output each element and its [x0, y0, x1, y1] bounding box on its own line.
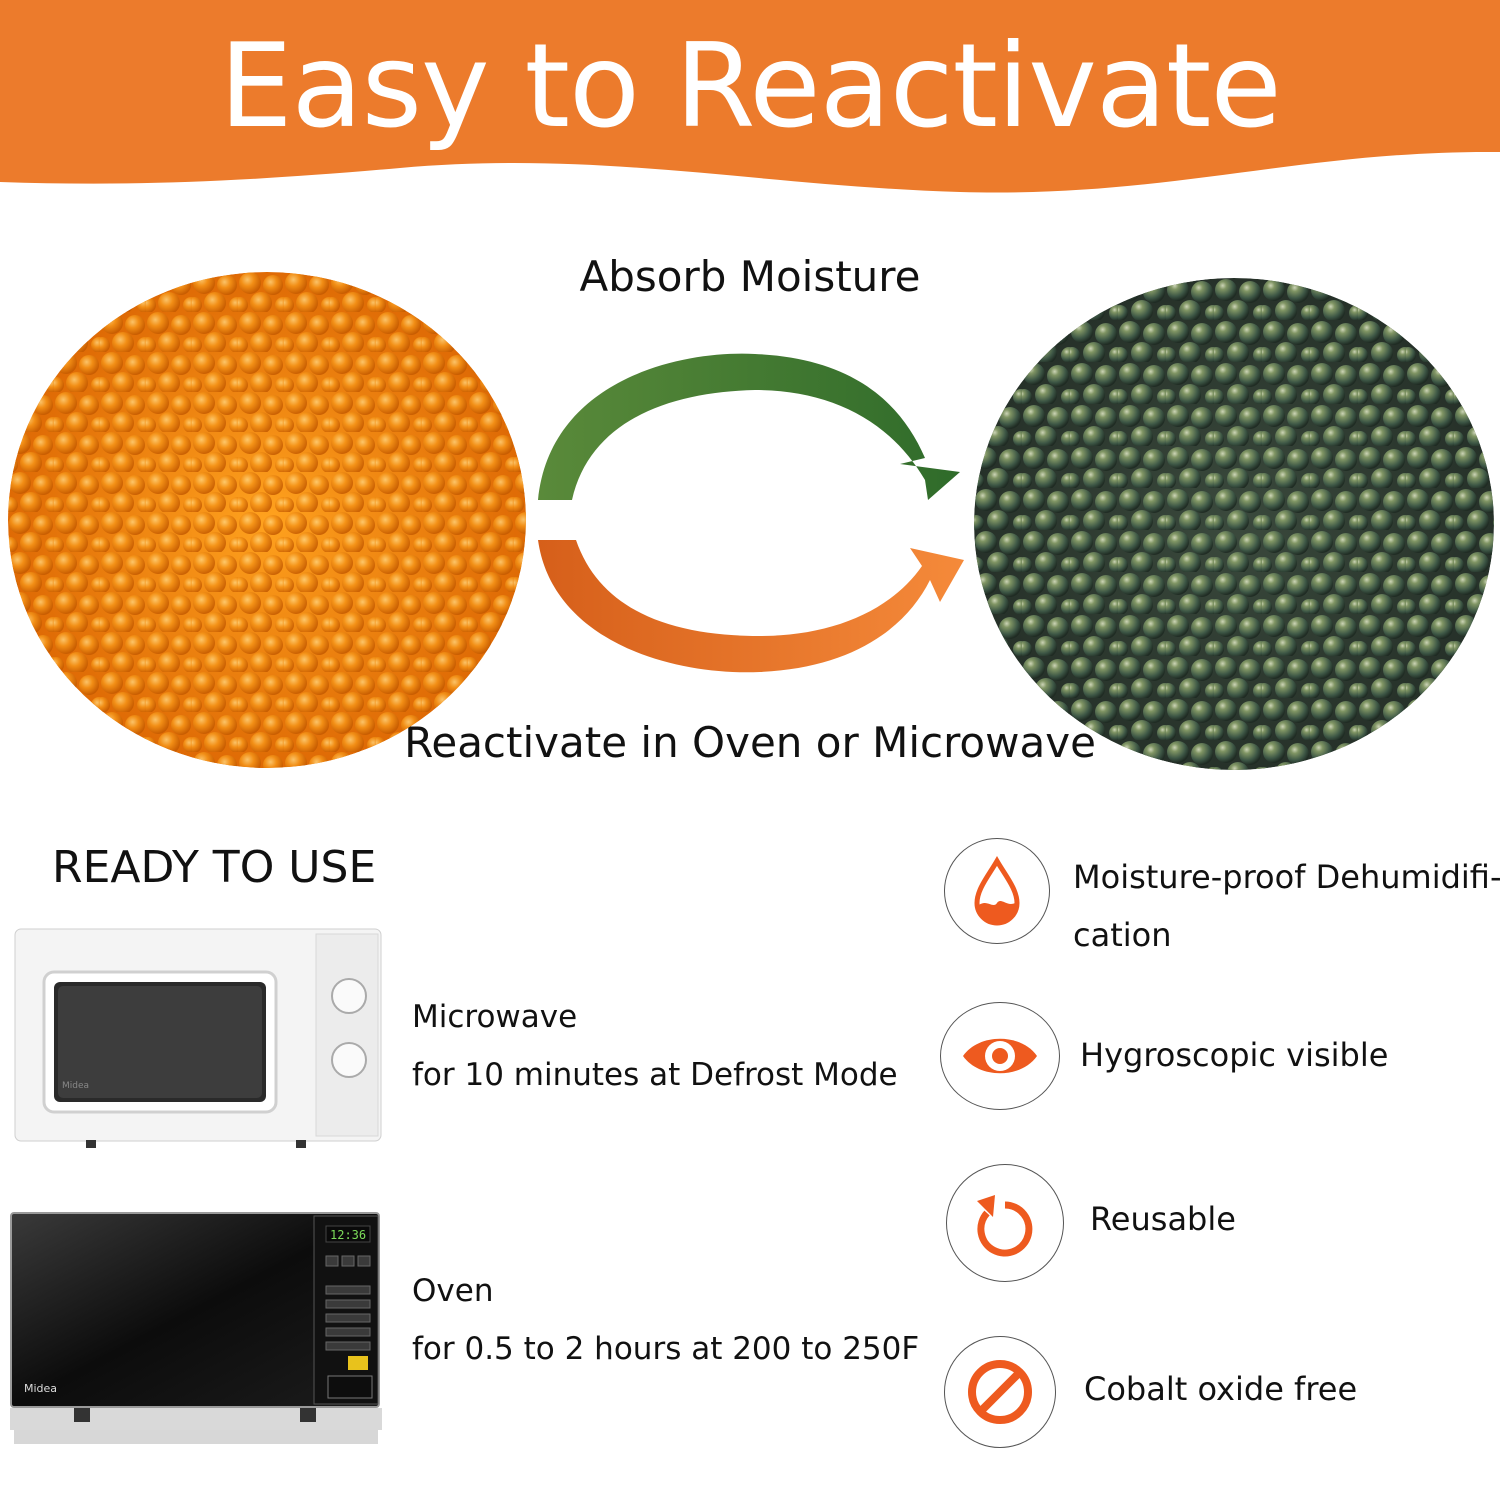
oven-brand-logo: Midea	[24, 1382, 57, 1395]
cycle-arrows	[538, 353, 964, 673]
page-title: Easy to Reactivate	[219, 19, 1282, 154]
refresh-icon	[946, 1164, 1064, 1282]
microwave-detail: for 10 minutes at Defrost Mode	[412, 1057, 898, 1093]
feature-cobalt-free: Cobalt oxide free	[1084, 1370, 1358, 1408]
black-microwave-oven-image: 12:36 Midea	[10, 1212, 382, 1444]
green-silica-beads-image	[974, 278, 1494, 770]
microwave-brand-logo: Midea	[62, 1081, 89, 1091]
header-banner	[0, 0, 1500, 193]
feature-moisture-proof: Moisture-proof Dehumidifi- cation	[1073, 848, 1500, 964]
water-drop-icon	[944, 838, 1050, 944]
eye-icon	[940, 1002, 1060, 1110]
ready-to-use-heading: READY TO USE	[52, 842, 377, 893]
feature-hygroscopic-visible: Hygroscopic visible	[1080, 1036, 1389, 1074]
oven-label: Oven	[412, 1273, 494, 1309]
absorb-moisture-label: Absorb Moisture	[579, 252, 921, 301]
feature-moisture-proof-line2: cation	[1073, 916, 1172, 954]
reactivate-label: Reactivate in Oven or Microwave	[404, 718, 1096, 767]
reactivate-arrow	[538, 540, 964, 673]
feature-reusable: Reusable	[1090, 1200, 1236, 1238]
white-microwave-image: Midea	[14, 928, 382, 1148]
oven-detail: for 0.5 to 2 hours at 200 to 250F	[412, 1331, 920, 1367]
orange-silica-beads-image	[8, 272, 526, 768]
prohibited-icon	[944, 1336, 1056, 1448]
microwave-instructions: Microwave for 10 minutes at Defrost Mode	[412, 988, 898, 1104]
absorb-arrow	[538, 353, 960, 500]
oven-instructions: Oven for 0.5 to 2 hours at 200 to 250F	[412, 1262, 919, 1378]
feature-moisture-proof-line1: Moisture-proof Dehumidifi-	[1073, 858, 1500, 896]
microwave-label: Microwave	[412, 999, 578, 1035]
oven-clock-display: 12:36	[330, 1228, 366, 1242]
